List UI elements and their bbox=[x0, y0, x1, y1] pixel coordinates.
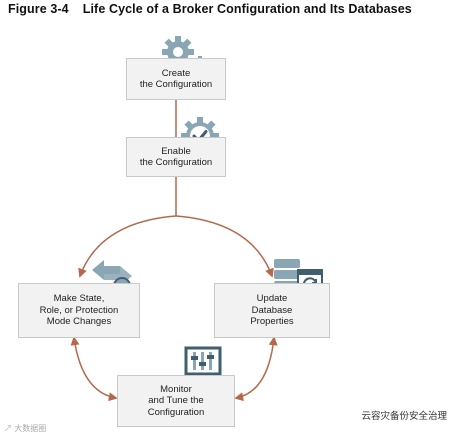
arc-to-update bbox=[175, 215, 274, 278]
arc-to-make-state bbox=[78, 215, 177, 278]
watermark-left: ↗ 大数据圈 bbox=[4, 424, 47, 433]
figure-caption: Life Cycle of a Broker Configuration and… bbox=[82, 2, 412, 16]
step-update-properties: Update Database Properties bbox=[214, 283, 330, 338]
step-enable-label: Enable the Configuration bbox=[139, 145, 213, 169]
arc-make-state-monitor bbox=[70, 336, 118, 402]
step-monitor-tune: Monitor and Tune the Configuration bbox=[117, 375, 235, 427]
watermark-right: 云容灾备份安全治理 bbox=[361, 411, 447, 422]
figure-title: Figure 3-4 Life Cycle of a Broker Configu… bbox=[8, 2, 412, 16]
step-create-label: Create the Configuration bbox=[139, 67, 213, 91]
figure-number: Figure 3-4 bbox=[8, 2, 69, 16]
step-make-state-changes: Make State, Role, or Protection Mode Cha… bbox=[18, 283, 140, 338]
step-monitor-label: Monitor and Tune the Configuration bbox=[147, 383, 205, 418]
step-create-configuration: Create the Configuration bbox=[126, 58, 226, 100]
arc-monitor-update bbox=[234, 336, 278, 402]
step-enable-configuration: Enable the Configuration bbox=[126, 137, 226, 177]
step-make-state-label: Make State, Role, or Protection Mode Cha… bbox=[39, 293, 119, 328]
step-update-label: Update Database Properties bbox=[250, 293, 294, 328]
